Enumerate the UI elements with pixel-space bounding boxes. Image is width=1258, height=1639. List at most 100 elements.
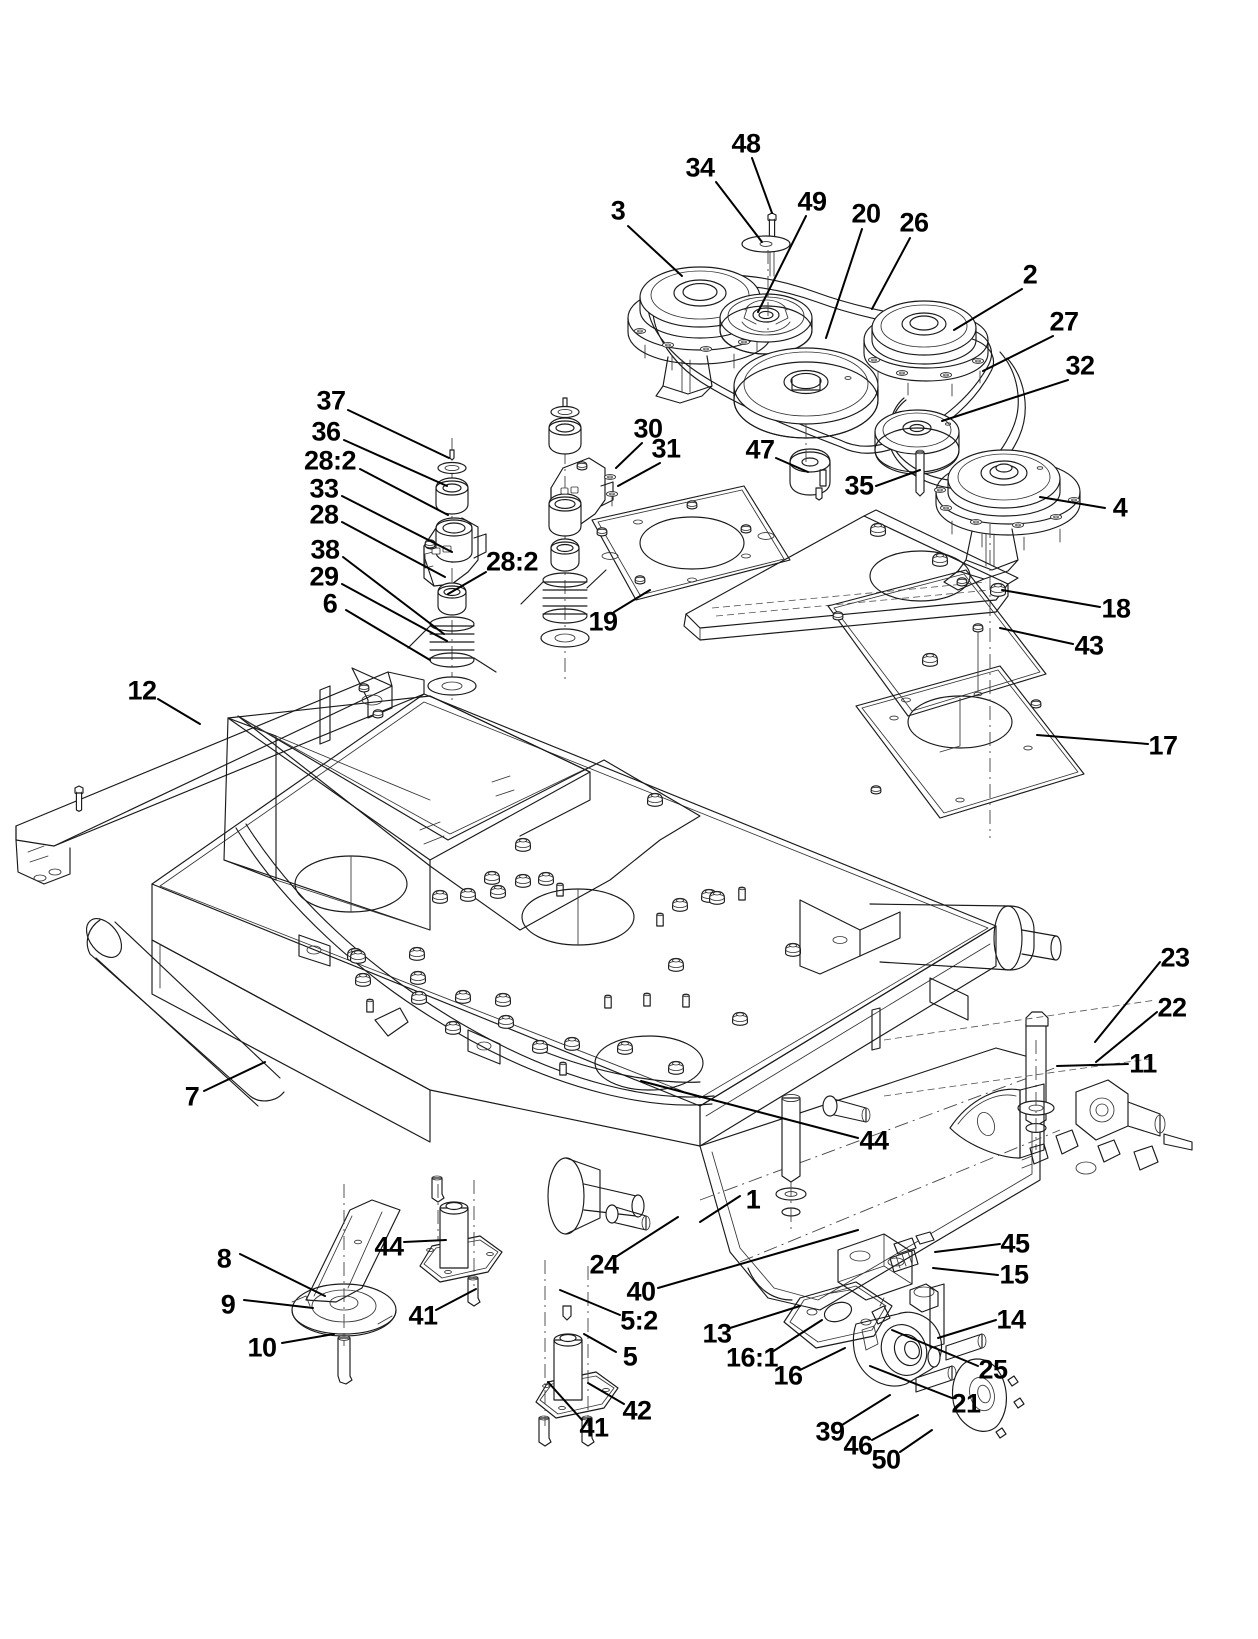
bolt-41-left (467, 1275, 481, 1307)
leader-line-3 (627, 225, 683, 277)
callout-5-2[interactable]: 5:2 (620, 1305, 658, 1336)
roller-front (547, 1157, 645, 1235)
leader-line-29 (341, 583, 448, 642)
callout-18[interactable]: 18 (1101, 593, 1131, 624)
leader-line-5-2 (559, 1289, 621, 1316)
blade-and-spindle-parts (291, 999, 1157, 1447)
leader-line-12 (157, 698, 201, 725)
callout-48[interactable]: 48 (731, 128, 761, 159)
callout-16[interactable]: 16 (773, 1360, 803, 1391)
callout-41[interactable]: 41 (408, 1300, 438, 1331)
spindle-housing-left (419, 1201, 503, 1283)
roller-left (85, 918, 285, 1107)
callout-12[interactable]: 12 (127, 675, 157, 706)
callout-40[interactable]: 40 (626, 1276, 656, 1307)
callout-35[interactable]: 35 (844, 470, 874, 501)
callout-38[interactable]: 38 (310, 534, 340, 565)
leader-line-47 (775, 457, 809, 473)
leader-line-6 (345, 609, 431, 661)
callout-50[interactable]: 50 (871, 1444, 901, 1475)
spindle-right-upper (863, 300, 989, 397)
callout-25[interactable]: 25 (978, 1354, 1008, 1385)
callout-47[interactable]: 47 (745, 434, 775, 465)
callout-43[interactable]: 43 (1074, 630, 1104, 661)
callout-28-2[interactable]: 28:2 (303, 445, 357, 476)
leader-line-32 (941, 379, 1069, 422)
callout-5[interactable]: 5 (622, 1341, 638, 1372)
callout-3[interactable]: 3 (610, 195, 626, 226)
callout-11[interactable]: 11 (1129, 1048, 1157, 1079)
callout-28[interactable]: 28 (309, 499, 339, 530)
callout-44[interactable]: 44 (374, 1231, 404, 1262)
callout-16-1[interactable]: 16:1 (725, 1342, 779, 1373)
leader-line-28 (341, 521, 446, 578)
callout-32[interactable]: 32 (1065, 350, 1095, 381)
callout-8[interactable]: 8 (216, 1243, 232, 1274)
callout-10[interactable]: 10 (247, 1332, 277, 1363)
leader-line-42 (587, 1382, 625, 1405)
callout-4[interactable]: 4 (1112, 492, 1128, 523)
callout-17[interactable]: 17 (1148, 730, 1178, 761)
callout-19[interactable]: 19 (588, 606, 618, 637)
callout-30[interactable]: 30 (633, 413, 663, 444)
callout-7[interactable]: 7 (184, 1081, 200, 1112)
leader-line-41 (435, 1288, 477, 1311)
idler-arm-assembly-left (407, 438, 497, 700)
callout-22[interactable]: 22 (1157, 992, 1187, 1023)
callout-6[interactable]: 6 (322, 588, 338, 619)
spindle-housing-mid (535, 1333, 619, 1419)
leader-line-48 (751, 157, 773, 214)
bolt-42 (581, 1415, 595, 1447)
callout-13[interactable]: 13 (702, 1318, 732, 1349)
callout-41[interactable]: 41 (579, 1412, 609, 1443)
leader-line-16 (799, 1347, 846, 1371)
leader-line-2 (953, 288, 1023, 331)
spindle-plate-19 (591, 485, 791, 601)
leader-line-43 (999, 627, 1074, 645)
leader-line-1 (699, 1195, 741, 1223)
callout-44[interactable]: 44 (859, 1125, 889, 1156)
callout-46[interactable]: 46 (843, 1430, 873, 1461)
callout-14[interactable]: 14 (996, 1304, 1026, 1335)
callout-36[interactable]: 36 (311, 416, 341, 447)
callout-23[interactable]: 23 (1160, 942, 1190, 973)
mower-deck-shell (15, 667, 1062, 1311)
callout-34[interactable]: 34 (685, 152, 715, 183)
callout-49[interactable]: 49 (797, 186, 827, 217)
stud-43 (972, 623, 984, 697)
callout-27[interactable]: 27 (1049, 306, 1079, 337)
callout-39[interactable]: 39 (815, 1416, 845, 1447)
callout-42[interactable]: 42 (622, 1395, 652, 1426)
leader-line-35 (875, 469, 921, 487)
nut-21 (909, 1283, 939, 1313)
leader-line-20 (825, 228, 863, 339)
callout-37[interactable]: 37 (316, 385, 346, 416)
callout-1[interactable]: 1 (745, 1184, 761, 1215)
callout-24[interactable]: 24 (589, 1249, 619, 1280)
callout-31[interactable]: 31 (651, 433, 681, 464)
leader-line-18 (1001, 589, 1101, 608)
callout-9[interactable]: 9 (220, 1289, 236, 1320)
leader-line-33 (341, 495, 453, 553)
callout-21[interactable]: 21 (951, 1388, 981, 1419)
leader-line-41 (547, 1381, 583, 1421)
leader-line-36 (343, 439, 448, 487)
bolt-48-washer-34 (741, 212, 791, 277)
idler-arm-assembly-mid (520, 397, 614, 680)
callout-45[interactable]: 45 (1000, 1228, 1030, 1259)
callout-33[interactable]: 33 (309, 473, 339, 504)
callout-29[interactable]: 29 (309, 561, 339, 592)
callout-26[interactable]: 26 (899, 207, 929, 238)
idler-arm-plate-mid (548, 457, 614, 537)
leader-line-38 (342, 556, 445, 635)
leader-line-14 (937, 1319, 997, 1339)
pulley-belt-assembly (627, 212, 1081, 591)
callout-15[interactable]: 15 (999, 1259, 1029, 1290)
callout-2[interactable]: 2 (1022, 259, 1038, 290)
leader-line-19 (613, 589, 651, 613)
callout-28-2[interactable]: 28:2 (485, 546, 539, 577)
leader-line-37 (347, 409, 450, 459)
bolt-10 (337, 1335, 353, 1385)
leader-line-15 (932, 1267, 999, 1276)
callout-20[interactable]: 20 (851, 198, 881, 229)
